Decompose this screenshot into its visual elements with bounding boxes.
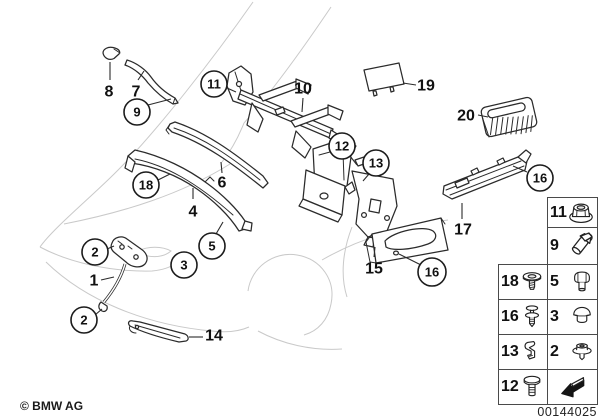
callout-12[interactable]: 12	[328, 132, 356, 160]
pan-head-screw-icon	[572, 343, 592, 361]
callout-17[interactable]: 17	[454, 222, 472, 239]
part-4-drawing	[124, 149, 253, 232]
round-head-bolt-icon	[523, 375, 541, 397]
legend-number-18: 18	[501, 273, 519, 290]
svg-text:2: 2	[91, 245, 98, 260]
callout-18[interactable]: 18	[132, 171, 160, 199]
svg-text:13: 13	[369, 156, 383, 171]
hose-clamp-icon	[571, 232, 593, 255]
svg-text:2: 2	[80, 313, 87, 328]
legend-cell-3[interactable]: 3	[547, 299, 598, 335]
legend-cell-16[interactable]: 16	[498, 299, 548, 335]
car-body-outline	[39, 1, 449, 350]
part-17-drawing	[442, 149, 532, 200]
legend-cell-9[interactable]: 9	[547, 227, 598, 265]
svg-text:16: 16	[533, 171, 547, 186]
copyright: © BMW AG	[20, 399, 84, 413]
callout-16-right[interactable]: 16	[526, 164, 554, 192]
legend-number-5: 5	[550, 273, 559, 290]
hex-bolt-icon	[574, 271, 590, 292]
callout-13[interactable]: 13	[362, 149, 390, 177]
direction-arrow-icon	[560, 377, 584, 398]
diagram-number: 00144025	[537, 405, 597, 419]
svg-text:3: 3	[180, 258, 187, 273]
legend-number-16: 16	[501, 308, 519, 325]
callout-11[interactable]: 11	[200, 70, 228, 98]
legend-number-13: 13	[501, 343, 519, 360]
sheet-metal-clip-icon	[524, 341, 536, 360]
callout-8[interactable]: 8	[105, 84, 114, 101]
leader-lines	[94, 62, 528, 338]
expansion-rivet-icon	[524, 305, 540, 328]
callout-3[interactable]: 3	[170, 251, 198, 279]
callout-20[interactable]: 20	[457, 108, 475, 125]
callout-2-upper[interactable]: 2	[81, 238, 109, 266]
svg-text:16: 16	[425, 265, 439, 280]
part-6-drawing	[165, 121, 269, 189]
dome-plug-icon	[573, 306, 591, 324]
legend-cell-5[interactable]: 5	[547, 264, 598, 300]
svg-text:5: 5	[208, 239, 215, 254]
callout-6[interactable]: 6	[218, 175, 227, 192]
part-8-drawing	[102, 46, 121, 61]
legend-number-11: 11	[550, 203, 567, 221]
legend-cell-13[interactable]: 13	[498, 334, 548, 370]
svg-text:18: 18	[139, 178, 153, 193]
washer-head-screw-icon	[522, 272, 542, 290]
flange-nut-icon	[569, 203, 593, 223]
callout-9[interactable]: 9	[123, 98, 151, 126]
svg-text:11: 11	[207, 77, 221, 92]
legend-cell-18[interactable]: 18	[498, 264, 548, 300]
callout-15[interactable]: 15	[365, 261, 383, 278]
svg-text:9: 9	[133, 105, 140, 120]
legend-number-3: 3	[550, 308, 559, 325]
callout-2-lower[interactable]: 2	[70, 306, 98, 334]
callout-10[interactable]: 10	[294, 81, 312, 98]
svg-text:12: 12	[335, 139, 349, 154]
part-1-2-drawing	[98, 236, 148, 313]
callout-1[interactable]: 1	[90, 273, 99, 290]
callout-7[interactable]: 7	[132, 84, 141, 101]
legend-number-2: 2	[550, 343, 559, 360]
callout-5[interactable]: 5	[198, 232, 226, 260]
legend-cell-arrow[interactable]	[547, 369, 598, 405]
part-19-drawing	[363, 62, 405, 97]
legend-cell-2[interactable]: 2	[547, 334, 598, 370]
legend-cell-12[interactable]: 12	[498, 369, 548, 405]
legend-number-12: 12	[501, 378, 519, 395]
callout-19[interactable]: 19	[417, 78, 435, 95]
callout-4[interactable]: 4	[189, 204, 198, 221]
part-14-drawing	[127, 320, 189, 343]
callout-14[interactable]: 14	[205, 328, 223, 345]
part-20-drawing	[480, 96, 538, 138]
part-10-11-drawing	[226, 65, 357, 159]
legend-cell-11[interactable]: 11	[547, 197, 598, 228]
callout-16-lower[interactable]: 16	[417, 257, 447, 287]
legend-number-9: 9	[550, 237, 559, 254]
